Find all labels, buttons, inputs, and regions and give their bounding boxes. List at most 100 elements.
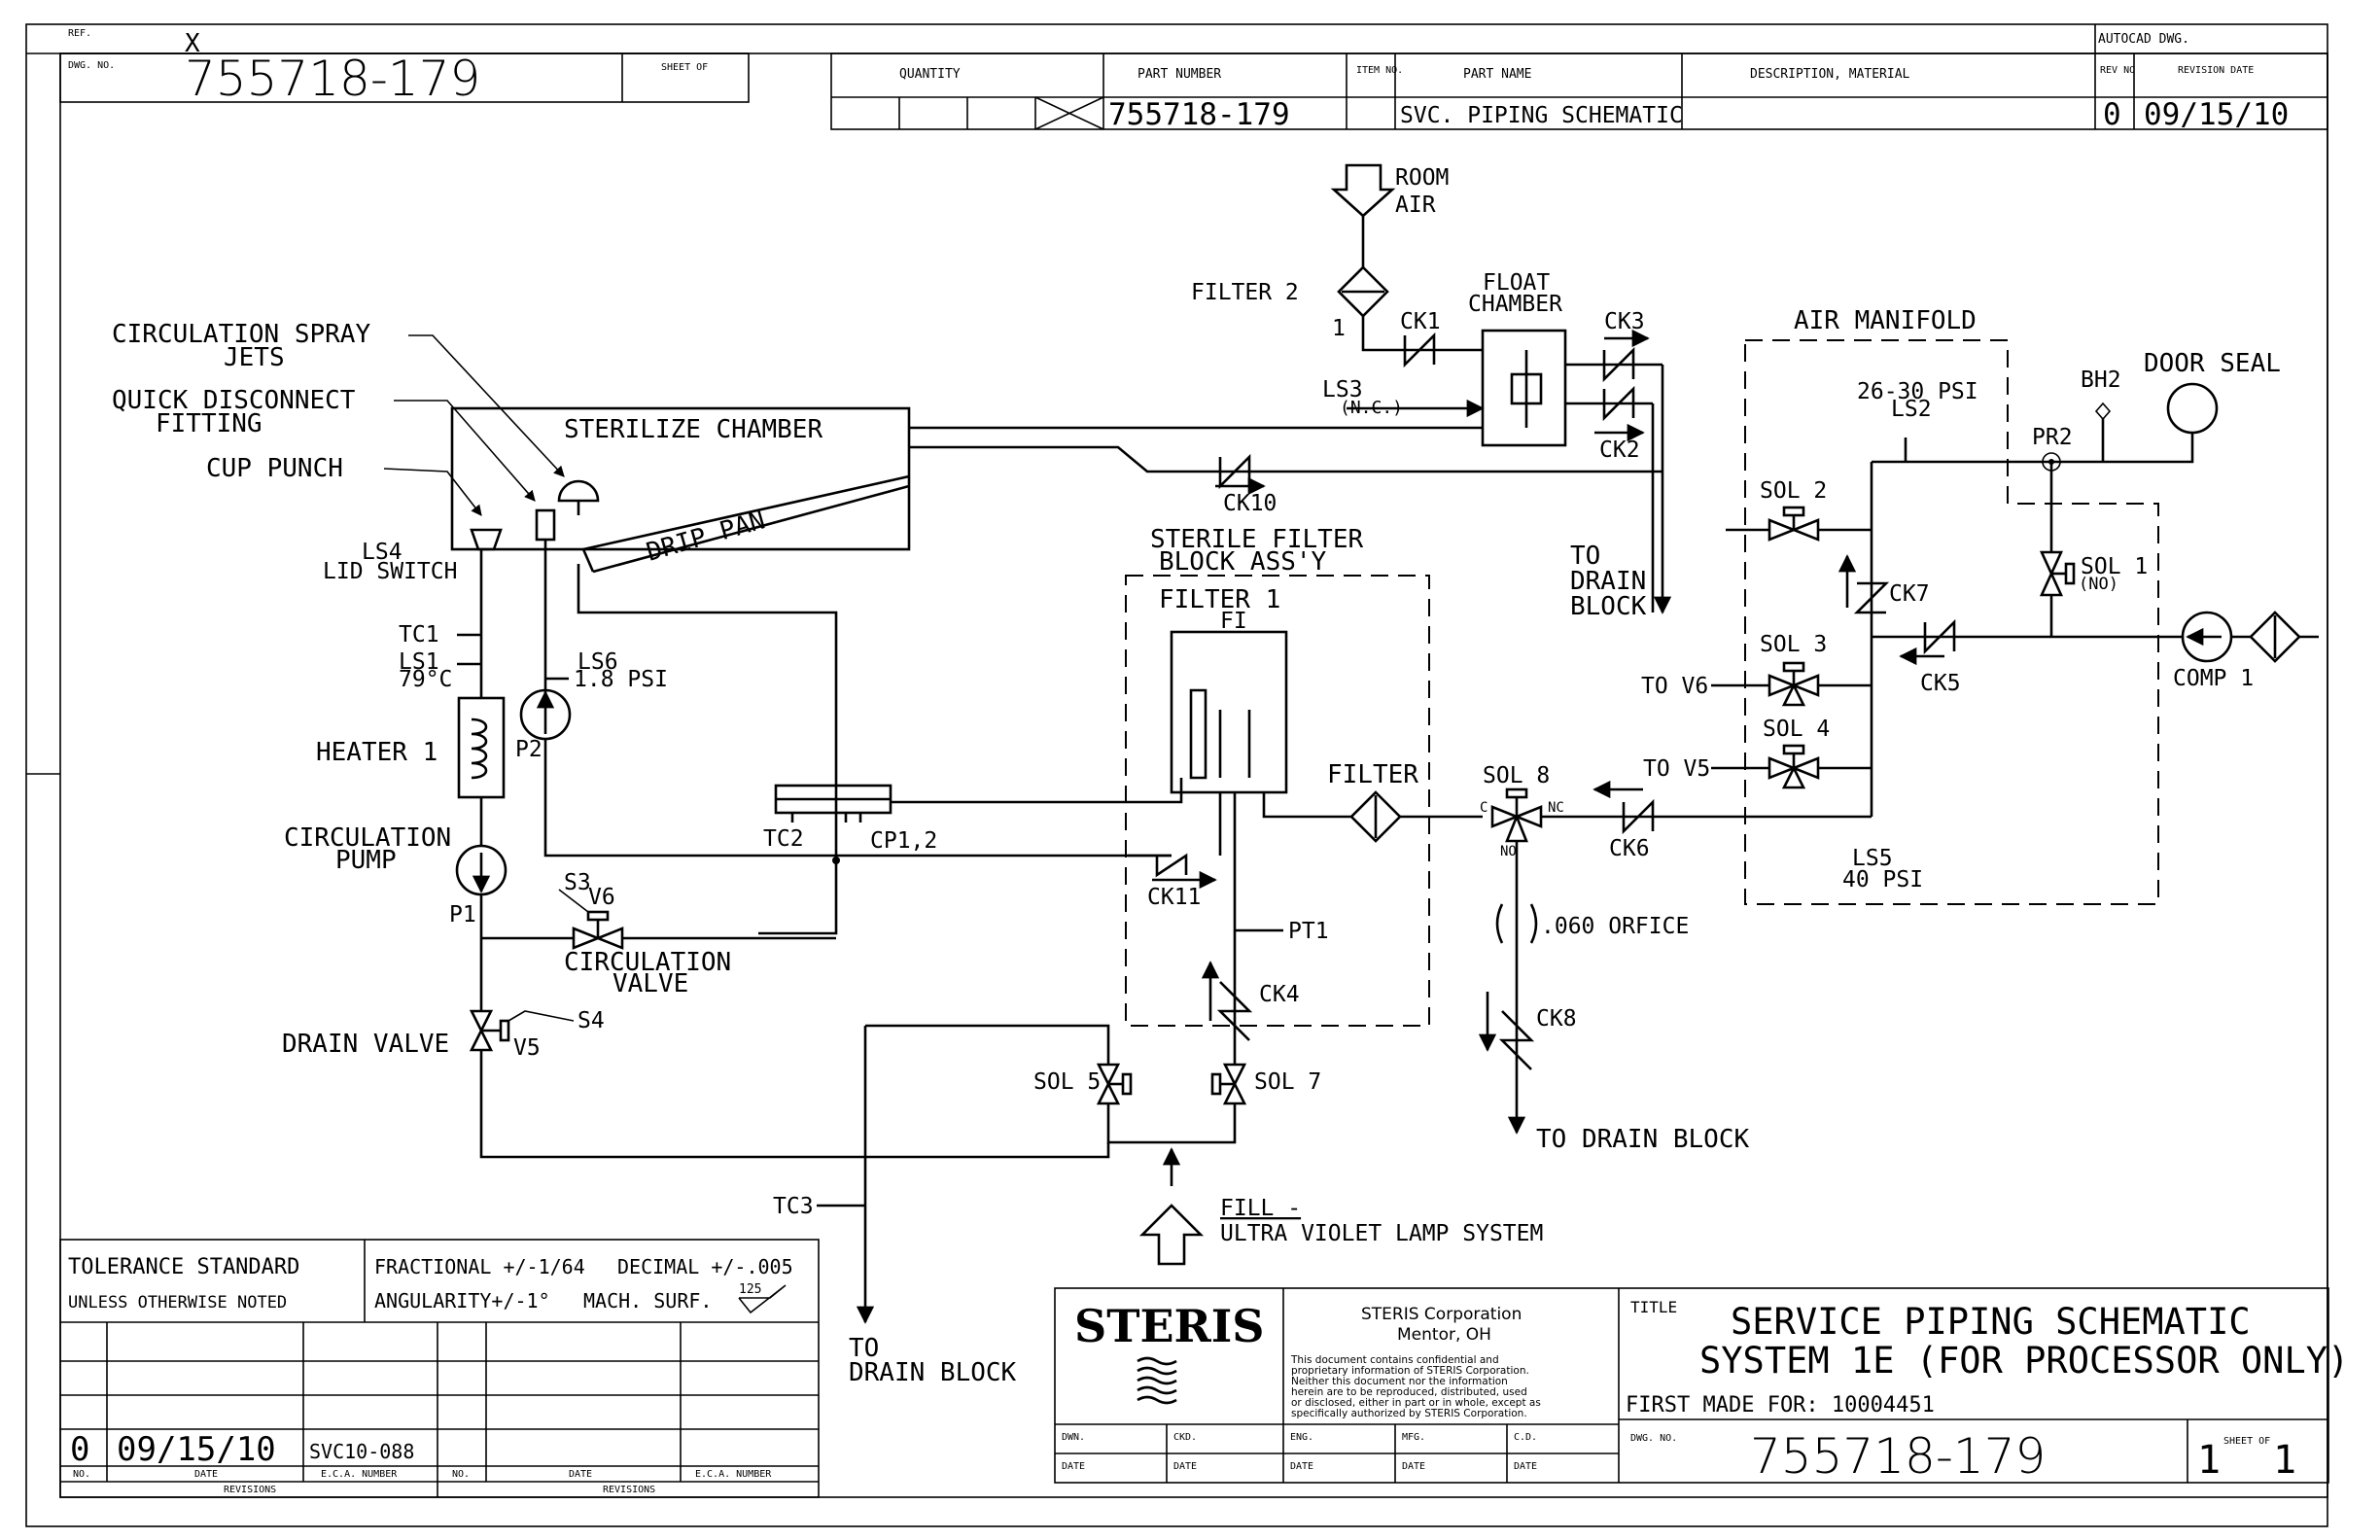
drain-valve-v5: S4 DRAIN VALVE V5 bbox=[282, 1008, 605, 1061]
top-dwg-number: 755718-179 bbox=[185, 51, 480, 107]
svg-text:TC2: TC2 bbox=[763, 826, 804, 852]
svg-text:SOL 3: SOL 3 bbox=[1760, 632, 1827, 657]
pr2: PR2 bbox=[2032, 425, 2073, 472]
svg-text:ANGULARITY+/-1°: ANGULARITY+/-1° bbox=[374, 1289, 550, 1312]
svg-text:SOL 2: SOL 2 bbox=[1760, 478, 1827, 504]
svg-text:CK6: CK6 bbox=[1609, 836, 1650, 861]
svg-text:TOLERANCE STANDARD: TOLERANCE STANDARD bbox=[68, 1255, 299, 1279]
svg-text:FILTER: FILTER bbox=[1327, 760, 1418, 789]
svg-text:NC: NC bbox=[1548, 800, 1564, 816]
svg-text:SOL 8: SOL 8 bbox=[1483, 763, 1550, 788]
svg-text:CK5: CK5 bbox=[1920, 671, 1961, 696]
sheet-label: SHEET OF bbox=[661, 62, 708, 73]
svg-text:LS5: LS5 bbox=[1852, 846, 1893, 871]
svg-text:DWG. NO.: DWG. NO. bbox=[1630, 1433, 1677, 1444]
svg-text:This document contains confide: This document contains confidential and bbox=[1290, 1354, 1499, 1366]
sol-2: SOL 2 bbox=[1726, 478, 1872, 542]
check-valve-ck5: CK5 bbox=[1899, 618, 1961, 696]
description-header: DESCRIPTION, MATERIAL bbox=[1750, 67, 1910, 82]
svg-text:UNLESS OTHERWISE NOTED: UNLESS OTHERWISE NOTED bbox=[68, 1293, 287, 1312]
svg-text:DWN.: DWN. bbox=[1062, 1432, 1085, 1443]
svg-text:NO.: NO. bbox=[452, 1469, 470, 1480]
svg-text:TC3: TC3 bbox=[773, 1194, 814, 1219]
svg-text:or disclosed, either in part o: or disclosed, either in part or in whole… bbox=[1291, 1397, 1541, 1409]
svg-text:ENG.: ENG. bbox=[1290, 1432, 1313, 1443]
to-drain-block-3: TC3 TO DRAIN BLOCK bbox=[773, 1026, 1017, 1387]
drawing-title-line-1: SERVICE PIPING SCHEMATIC bbox=[1731, 1301, 2251, 1343]
svg-text:FILL -: FILL - bbox=[1220, 1196, 1301, 1221]
sol-1: SOL 1 (NO) bbox=[2039, 462, 2148, 637]
svg-text:TITLE: TITLE bbox=[1630, 1298, 1677, 1316]
sol-7: SOL 7 bbox=[1210, 1063, 1321, 1105]
svg-text:CIRCULATION: CIRCULATION bbox=[284, 823, 451, 853]
svg-text:26-30 PSI: 26-30 PSI bbox=[1857, 379, 1978, 404]
svg-text:CIRCULATION SPRAY: CIRCULATION SPRAY bbox=[112, 320, 370, 349]
svg-text:TO: TO bbox=[849, 1334, 879, 1363]
bottom-dwg-number: 755718-179 bbox=[1750, 1428, 2046, 1485]
svg-text:TC1: TC1 bbox=[399, 622, 439, 648]
svg-text:1: 1 bbox=[2197, 1438, 2221, 1483]
svg-text:DRIP PAN: DRIP PAN bbox=[644, 506, 769, 567]
orifice: .060 ORFICE bbox=[1495, 903, 1689, 944]
svg-text:CK7: CK7 bbox=[1889, 581, 1930, 607]
svg-text:09/15/10: 09/15/10 bbox=[117, 1430, 276, 1469]
svg-text:SOL 7: SOL 7 bbox=[1254, 1069, 1321, 1095]
svg-text:DATE: DATE bbox=[1290, 1461, 1313, 1472]
svg-text:herein are to be reproduced, d: herein are to be reproduced, distributed… bbox=[1291, 1386, 1527, 1398]
svg-text:NO: NO bbox=[1500, 844, 1517, 859]
svg-text:SOL 4: SOL 4 bbox=[1763, 717, 1830, 742]
sol-5: SOL 5 bbox=[865, 1024, 1133, 1105]
check-valve-ck6: CK6 bbox=[1592, 780, 1655, 861]
pump-p2: P2 LS6 1.8 PSI bbox=[515, 649, 1172, 858]
svg-text:PUMP: PUMP bbox=[335, 846, 397, 875]
sol-8: SOL 8 C NC NO bbox=[1480, 763, 1564, 859]
revision-table: 0 09/15/10 SVC10-088 NO. DATE E.C.A. NUM… bbox=[60, 1322, 819, 1497]
svg-text:LS1: LS1 bbox=[399, 649, 439, 675]
quick-disconnect: QUICK DISCONNECT FITTING bbox=[112, 386, 556, 542]
dwg-no-label: DWG. NO. bbox=[68, 60, 115, 71]
svg-text:BLOCK ASS'Y: BLOCK ASS'Y bbox=[1159, 547, 1327, 577]
svg-text:CK3: CK3 bbox=[1604, 309, 1645, 334]
part-name-value: SVC. PIPING SCHEMATIC bbox=[1400, 103, 1683, 128]
svg-text:REVISIONS: REVISIONS bbox=[603, 1485, 655, 1495]
svg-text:BLOCK: BLOCK bbox=[1570, 592, 1647, 621]
svg-text:CK8: CK8 bbox=[1536, 1006, 1577, 1032]
svg-text:VALVE: VALVE bbox=[612, 969, 688, 998]
check-valve-ck2: CK2 bbox=[1565, 385, 1653, 463]
svg-text:C: C bbox=[1480, 800, 1488, 816]
svg-text:S3: S3 bbox=[564, 870, 591, 895]
svg-text:TO V5: TO V5 bbox=[1643, 756, 1710, 782]
svg-text:CK2: CK2 bbox=[1599, 438, 1640, 463]
svg-text:PT1: PT1 bbox=[1288, 919, 1329, 944]
tc2-cp12: TC2 CP1,2 bbox=[763, 784, 937, 864]
steris-wave-icon bbox=[1137, 1356, 1177, 1405]
check-valve-ck11: CK11 bbox=[1128, 853, 1217, 910]
revision-date-value: 09/15/10 bbox=[2144, 97, 2289, 132]
svg-text:.060 ORFICE: .060 ORFICE bbox=[1541, 914, 1689, 939]
svg-text:(N.C.): (N.C.) bbox=[1340, 398, 1403, 418]
autocad-label: AUTOCAD DWG. bbox=[2098, 32, 2189, 47]
svg-text:Mentor, OH: Mentor, OH bbox=[1397, 1325, 1491, 1345]
rev-value: 0 bbox=[2103, 97, 2121, 132]
svg-text:MFG.: MFG. bbox=[1402, 1432, 1425, 1443]
svg-text:DRAIN VALVE: DRAIN VALVE bbox=[282, 1030, 449, 1059]
svg-text:0: 0 bbox=[70, 1430, 89, 1469]
svg-text:DATE: DATE bbox=[1062, 1461, 1085, 1472]
check-valve-ck3: CK3 bbox=[1565, 309, 1662, 383]
quantity-header: QUANTITY bbox=[899, 67, 961, 82]
ref-mark: X bbox=[185, 29, 200, 58]
svg-text:CHAMBER: CHAMBER bbox=[1468, 292, 1562, 317]
svg-text:FLOAT: FLOAT bbox=[1483, 270, 1550, 296]
svg-text:1: 1 bbox=[1332, 316, 1346, 341]
drawing-border bbox=[59, 52, 2328, 1498]
item-no-header: ITEM NO. bbox=[1356, 65, 1403, 76]
filter-2: FILTER 2 1 bbox=[1191, 265, 1389, 341]
svg-text:E.C.A. NUMBER: E.C.A. NUMBER bbox=[321, 1469, 398, 1480]
svg-text:P2: P2 bbox=[515, 737, 542, 762]
svg-text:1.8 PSI: 1.8 PSI bbox=[574, 667, 668, 692]
fill-uv-inlet: FILL - ULTRA VIOLET LAMP SYSTEM bbox=[1138, 1196, 1543, 1266]
part-number-value: 755718-179 bbox=[1108, 97, 1290, 132]
svg-text:SHEET OF: SHEET OF bbox=[2223, 1436, 2270, 1447]
svg-text:LS2: LS2 bbox=[1891, 397, 1932, 422]
svg-text:LS3: LS3 bbox=[1322, 377, 1363, 402]
